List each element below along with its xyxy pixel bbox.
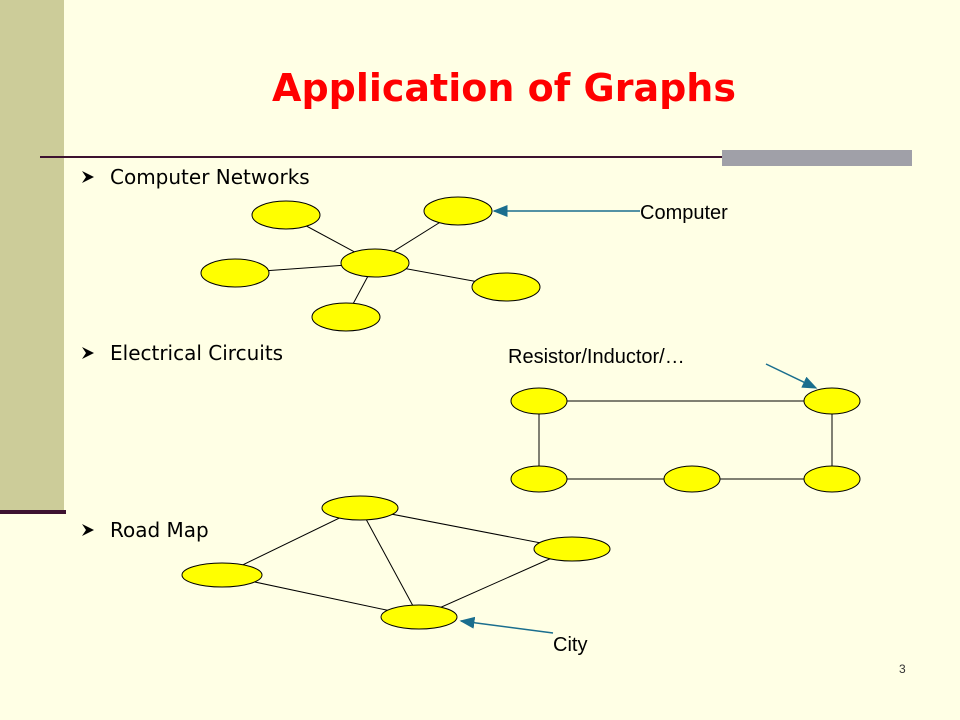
slide-title: Application of Graphs — [272, 66, 736, 110]
bullet-electrical-circuits: Electrical Circuits — [80, 341, 283, 365]
circuit-node — [803, 387, 861, 415]
circuit-node — [663, 465, 721, 493]
computer-node — [340, 248, 410, 278]
electrical-circuit-graph — [510, 387, 861, 493]
resistor-label: Resistor/Inductor/… — [508, 346, 685, 368]
resistor-pointer-arrow — [765, 363, 818, 389]
bullet-road-map: Road Map — [80, 518, 209, 542]
title-accent-bar — [722, 150, 912, 166]
city-pointer-arrow — [459, 616, 554, 634]
arrow-bullet-icon — [82, 171, 94, 183]
bullet-computer-networks: Computer Networks — [80, 165, 310, 189]
road-edge — [221, 507, 361, 576]
left-band-line — [0, 510, 66, 514]
road-edge — [359, 507, 573, 550]
circuit-node — [510, 465, 568, 493]
computer-node — [200, 258, 270, 288]
computer-label: Computer — [640, 202, 728, 224]
arrow-bullet-icon — [82, 347, 94, 359]
computer-node — [251, 200, 321, 230]
circuit-node — [510, 387, 568, 415]
circuit-node — [803, 465, 861, 493]
bullet-label: Electrical Circuits — [110, 341, 284, 365]
road-edge — [359, 507, 420, 618]
city-node — [380, 604, 458, 630]
computer-network-graph — [200, 196, 541, 332]
city-label: City — [553, 634, 587, 656]
road-edge — [418, 548, 573, 618]
city-node — [321, 495, 399, 521]
road-map-graph — [181, 495, 611, 630]
city-node — [181, 562, 263, 588]
bullet-label: Computer Networks — [110, 165, 310, 189]
computer-node — [423, 196, 493, 226]
left-band — [0, 0, 64, 512]
title-rule — [40, 156, 912, 158]
computer-node — [471, 272, 541, 302]
bullet-label: Road Map — [110, 518, 209, 542]
arrow-bullet-icon — [82, 524, 94, 536]
computer-node — [311, 302, 381, 332]
city-node — [533, 536, 611, 562]
page-number: 3 — [899, 662, 906, 676]
